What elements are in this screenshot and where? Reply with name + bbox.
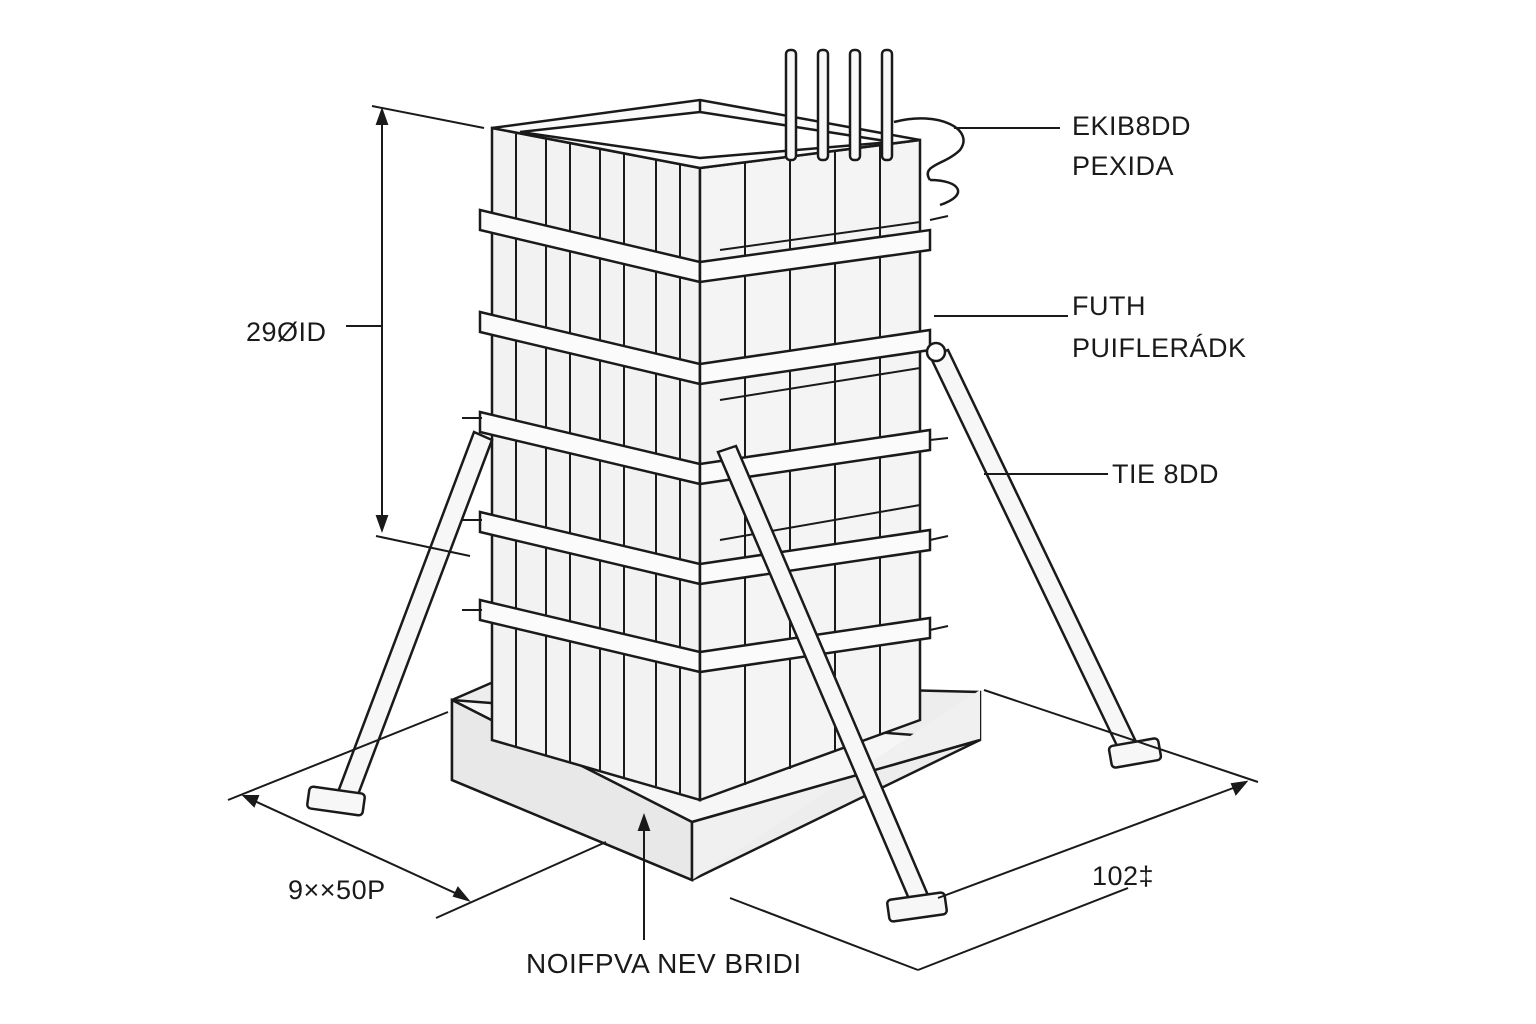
callout-top-right-line2: PEXIDA — [1072, 151, 1175, 181]
callout-leader-lines — [637, 127, 1108, 940]
push-pull-props — [306, 341, 1163, 923]
left-width-dimension-line — [227, 711, 607, 919]
base-callout-label: NOIFPVA NEV BRIDI — [526, 948, 802, 979]
height-dimension-label: 29ØID — [246, 317, 327, 347]
right-width-dimension-label: 102‡ — [1092, 861, 1155, 891]
rebar-starter-bars — [784, 48, 965, 207]
callout-mid-right-line2: PUIFLERÁDK — [1072, 333, 1247, 363]
height-dimension-line — [346, 105, 485, 557]
left-width-dimension-label: 9××50P — [288, 875, 386, 905]
callout-top-right-line1: EKIB8DD — [1072, 111, 1192, 141]
column-left-face — [478, 126, 702, 802]
right-width-dimension-line — [729, 689, 1259, 971]
tie-rod-stubs — [462, 215, 949, 631]
callout-mid-right-line1: FUTH — [1072, 291, 1146, 321]
callout-tie-rod: TIE 8DD — [1112, 459, 1220, 489]
